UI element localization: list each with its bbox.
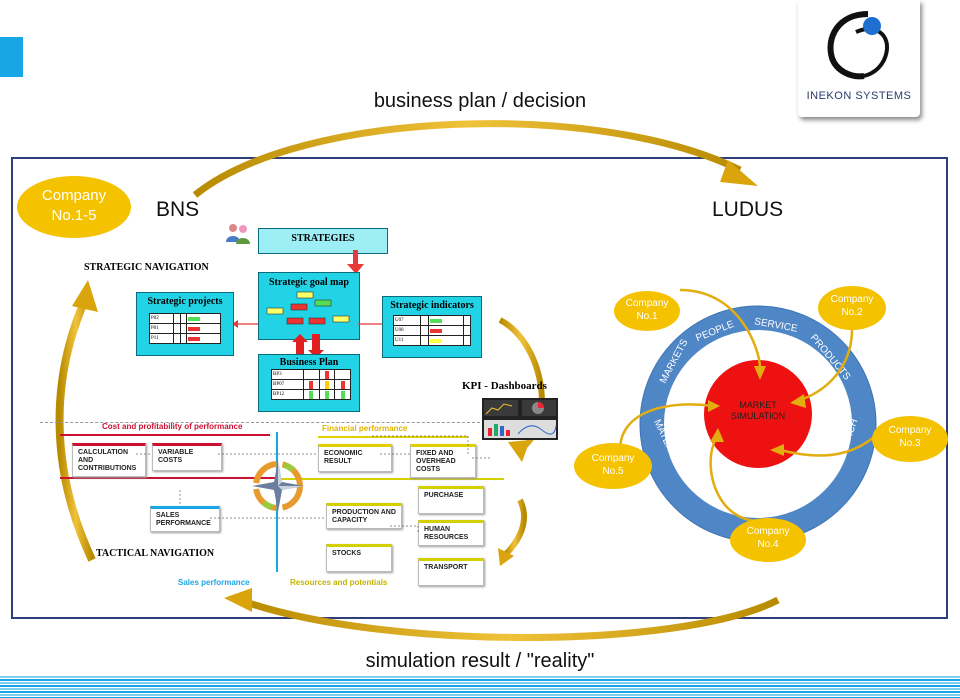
plan-row-label: BP12 (271, 389, 304, 400)
projects-table: P02 P01 P11 (148, 313, 221, 344)
company-4-line2: No.4 (757, 539, 779, 550)
goal-map-label: Strategic goal map (269, 277, 349, 288)
logo-card: INEKON SYSTEMS (798, 0, 920, 117)
strategic-projects-box: Strategic projects P02 P01 P11 (136, 292, 234, 356)
company-5-badge: Company No.5 (574, 443, 652, 489)
company-5-line1: Company (591, 453, 635, 464)
indicators-table: U07 U08 U11 (392, 315, 472, 346)
inekon-logo-icon (827, 11, 890, 80)
purchase-box: PURCHASE (418, 486, 484, 514)
project-row-label: P01 (148, 323, 175, 334)
tactical-navigation-label: TACTICAL NAVIGATION (96, 548, 215, 559)
resources-hline (278, 478, 504, 480)
company-1-badge: Company No.1 (614, 291, 680, 331)
company-1-line1: Company (625, 298, 669, 309)
strategies-box: STRATEGIES (258, 228, 388, 254)
company-4-line1: Company (746, 526, 790, 537)
strategies-label: STRATEGIES (291, 233, 355, 244)
fixed-overhead-box: FIXED AND OVERHEAD COSTS (410, 444, 476, 478)
indicator-row-label: U11 (392, 335, 422, 346)
resources-potentials-label: Resources and potentials (290, 578, 388, 587)
tactical-connectors (136, 435, 490, 534)
human-resources-box: HUMAN RESOURCES (418, 520, 484, 546)
strategic-indicators-box: Strategic indicators U07 U08 U11 (382, 296, 482, 358)
calc-contrib-box: CALCULATION AND CONTRIBUTIONS (72, 443, 146, 477)
ring-word-machinery: MACHINERY (724, 490, 784, 501)
badge-line2: No.1-5 (51, 207, 97, 224)
project-row-label: P11 (148, 333, 175, 344)
variable-costs-label: VARIABLE COSTS (158, 449, 194, 464)
company-badge-bns: Company No.1-5 (17, 176, 131, 238)
purchase-label: PURCHASE (424, 492, 464, 499)
company-5-line2: No.5 (602, 466, 624, 477)
sales-performance-label: Sales performance (178, 578, 250, 587)
compass-icon (252, 460, 304, 512)
company-3-badge: Company No.3 (872, 416, 948, 462)
resources-underline (60, 477, 276, 479)
accent-square (0, 37, 23, 77)
company-1-line2: No.1 (636, 311, 658, 322)
company-3-line2: No.3 (899, 438, 921, 449)
transport-label: TRANSPORT (424, 564, 468, 571)
badge-line1: Company (41, 187, 107, 204)
calc-contrib-label: CALCULATION AND CONTRIBUTIONS (78, 449, 137, 472)
business-plan-box: Business Plan BP3 BP07 BP12 (258, 354, 360, 412)
business-plan-label: business plan / decision (373, 90, 587, 112)
kpi-label: KPI - Dashboards (462, 380, 547, 392)
sales-performance-box-label: SALES PERFORMANCE (156, 512, 211, 527)
variable-costs-box: VARIABLE COSTS (152, 443, 222, 471)
company-2-line1: Company (830, 294, 874, 305)
production-capacity-box: PRODUCTION AND CAPACITY (326, 503, 402, 529)
stocks-box: STOCKS (326, 544, 392, 572)
business-plan-label: Business Plan (279, 357, 339, 368)
human-resources-label: HUMAN RESOURCES (424, 526, 469, 541)
market-simulation-label: MARKET SIMULATION (718, 400, 798, 422)
logo-text: INEKON SYSTEMS (806, 90, 912, 102)
production-capacity-label: PRODUCTION AND CAPACITY (332, 509, 396, 524)
transport-box: TRANSPORT (418, 558, 484, 586)
plan-arrow-icon (292, 334, 324, 358)
stocks-label: STOCKS (332, 550, 362, 557)
goal-map-connectors (232, 320, 402, 328)
fixed-overhead-label: FIXED AND OVERHEAD COSTS (416, 450, 456, 473)
market-line2: SIMULATION (730, 411, 786, 421)
financial-underline (318, 436, 468, 438)
strategic-navigation-label: STRATEGIC NAVIGATION (84, 262, 209, 273)
economic-result-label: ECONOMIC RESULT (324, 450, 363, 465)
sales-performance-box: SALES PERFORMANCE (150, 506, 220, 532)
indicators-label: Strategic indicators (390, 300, 474, 311)
financial-performance-label: Financial performance (322, 424, 408, 433)
plan-row-label: BP3 (271, 369, 304, 380)
bns-title: BNS (156, 198, 200, 221)
ludus-title: LUDUS (712, 198, 784, 221)
cost-profitability-label: Cost and profitability of performance (102, 422, 243, 431)
economic-result-box: ECONOMIC RESULT (318, 444, 392, 472)
strategies-arrow (347, 250, 364, 274)
strategic-goal-map-box: Strategic goal map (258, 272, 360, 340)
company-4-badge: Company No.4 (730, 518, 806, 562)
goal-map-diagram (266, 291, 350, 325)
footer-stripe (0, 676, 960, 698)
plan-row-label: BP07 (271, 379, 304, 390)
company-2-line2: No.2 (841, 307, 863, 318)
simulation-result-label: simulation result / "reality" (365, 650, 595, 672)
indicator-row-label: U07 (392, 315, 422, 326)
kpi-dashboard-thumbnail (482, 398, 558, 440)
people-icon (226, 224, 250, 244)
company-2-badge: Company No.2 (818, 286, 886, 330)
project-row-label: P02 (148, 313, 175, 324)
company-3-line1: Company (888, 425, 932, 436)
projects-label: Strategic projects (147, 296, 223, 307)
market-line1: MARKET (739, 400, 777, 410)
indicator-row-label: U08 (392, 325, 422, 336)
dashed-separator (40, 422, 480, 423)
dashboard-icon (484, 400, 557, 438)
plan-table: BP3 BP07 BP12 (271, 369, 351, 400)
cost-underline (60, 434, 270, 436)
